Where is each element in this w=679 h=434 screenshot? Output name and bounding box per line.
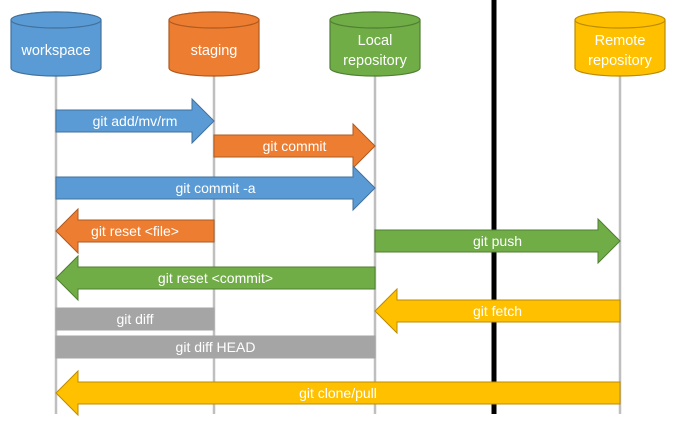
git-fetch-arrow [374, 287, 621, 335]
git-reset-commit-arrow [55, 254, 376, 302]
git-fetch-command: git fetch [374, 287, 621, 335]
local-cylinder: Local repository [329, 11, 421, 77]
git-push-label: git push [473, 233, 522, 249]
git-reset-commit-command: git reset <commit> [55, 254, 376, 302]
git-push-command: git push [374, 217, 621, 265]
remote-cylinder-top [574, 11, 666, 29]
git-reset-commit-label: git reset <commit> [158, 270, 273, 286]
git-reset-file-command: git reset <file> [55, 207, 215, 255]
git-commit-a-arrow [55, 164, 376, 212]
git-diff-head-arrow [55, 335, 376, 359]
git-clone-pull-command: git clone/pull [55, 369, 621, 417]
git-reset-file-label: git reset <file> [91, 223, 179, 239]
git-reset-file-arrow [55, 207, 215, 255]
workspace-cylinder-top [10, 11, 102, 29]
local-label-line-0: Local [358, 33, 393, 49]
git-add-label: git add/mv/rm [93, 113, 178, 129]
git-clone-pull-arrow [55, 369, 621, 417]
remote-cylinder: Remote repository [574, 11, 666, 77]
remote-label-line-0: Remote [595, 33, 646, 49]
git-commit-a-command: git commit -a [55, 164, 376, 212]
staging-label-line-0: staging [191, 43, 238, 59]
workspace-label-line-0: workspace [20, 43, 90, 59]
git-diff-head-label: git diff HEAD [176, 339, 256, 355]
git-fetch-label: git fetch [473, 303, 522, 319]
git-diff-command: git diff [55, 307, 215, 331]
git-commit-command: git commit [213, 122, 376, 170]
git-clone-pull-label: git clone/pull [299, 385, 377, 401]
staging-cylinder-top [168, 11, 260, 29]
local-label-line-1: repository [343, 53, 407, 69]
git-add-arrow [55, 97, 215, 145]
git-commit-a-label: git commit -a [175, 180, 255, 196]
git-push-arrow [374, 217, 621, 265]
git-commit-label: git commit [263, 138, 327, 154]
staging-cylinder: staging [168, 11, 260, 77]
git-diff-head-command: git diff HEAD [55, 335, 376, 359]
git-diff-arrow [55, 307, 215, 331]
local-cylinder-top [329, 11, 421, 29]
workspace-cylinder: workspace [10, 11, 102, 77]
remote-label-line-1: repository [588, 53, 652, 69]
git-diff-label: git diff [116, 311, 153, 327]
git-commit-arrow [213, 122, 376, 170]
git-add-command: git add/mv/rm [55, 97, 215, 145]
